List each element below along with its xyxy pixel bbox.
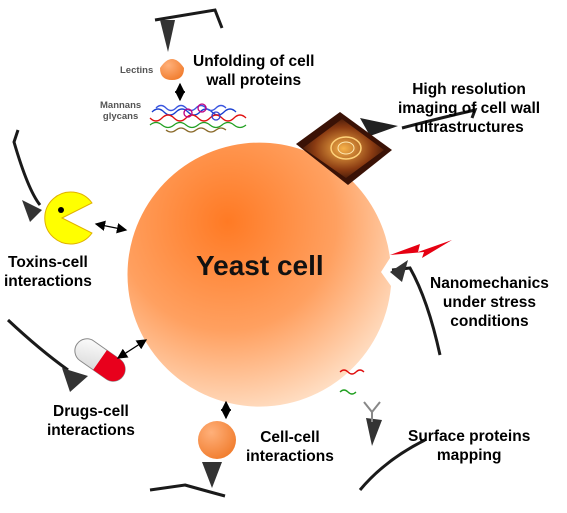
toxin-pacman-icon <box>44 191 93 245</box>
lectin-probe <box>160 59 184 80</box>
afm-cantilever-nanomechanics <box>390 260 442 356</box>
mannans-line-1: Mannans <box>100 100 142 111</box>
arrow-drug <box>116 339 148 359</box>
label-imaging-line-1: High resolution <box>412 81 526 98</box>
afm-cantilever-cellcell <box>149 462 226 498</box>
label-drugs-line-2: interactions <box>47 422 135 439</box>
mannans-line-2: glycans <box>102 111 139 122</box>
label-surface-line-2: mapping <box>436 447 502 464</box>
yeast-cell <box>127 142 392 407</box>
label-drugs-line-1: Drugs-cell <box>53 403 129 420</box>
lectins-label: Lectins <box>120 65 154 76</box>
lightning-icon <box>390 240 452 258</box>
label-nanomechanics: Nanomechanics under stress conditions <box>430 274 549 331</box>
afm-cantilever-top <box>154 8 224 52</box>
label-drugs: Drugs-cell interactions <box>47 402 135 440</box>
antibody-icon <box>339 369 381 422</box>
cell-wall-glycans <box>149 103 247 133</box>
afm-image <box>296 112 392 185</box>
label-cellcell-line-2: interactions <box>246 448 334 465</box>
pacman-eye-icon <box>58 207 64 213</box>
label-unfolding-line-2: wall proteins <box>206 72 302 89</box>
label-toxins-line-2: interactions <box>4 273 92 290</box>
afm-cantilever-surface <box>358 418 426 491</box>
yeast-cell-label: Yeast cell <box>196 250 324 281</box>
afm-cantilever-drugs <box>6 318 88 392</box>
label-cellcell-line-1: Cell-cell <box>260 429 320 446</box>
afm-cantilever-toxins <box>12 129 42 222</box>
label-surface-line-1: Surface proteins <box>408 428 531 445</box>
label-nanomechanics-line-3: conditions <box>450 313 529 330</box>
label-toxins-line-1: Toxins-cell <box>8 254 88 271</box>
label-nanomechanics-line-1: Nanomechanics <box>430 275 549 292</box>
cell-probe <box>198 421 236 459</box>
label-imaging-line-3: ultrastructures <box>414 119 524 136</box>
label-cellcell: Cell-cell interactions <box>246 428 334 466</box>
label-unfolding-line-1: Unfolding of cell <box>193 53 315 70</box>
label-toxins: Toxins-cell interactions <box>4 253 92 291</box>
label-imaging: High resolution imaging of cell wall ult… <box>398 80 540 137</box>
label-surface: Surface proteins mapping <box>408 427 530 465</box>
label-nanomechanics-line-2: under stress <box>442 294 536 311</box>
arrow-toxin <box>94 220 128 234</box>
afm-cantilever-imaging <box>360 107 478 136</box>
label-unfolding: Unfolding of cell wall proteins <box>193 52 314 90</box>
mannans-label: Mannans glycans <box>100 100 141 122</box>
label-imaging-line-2: imaging of cell wall <box>398 100 541 117</box>
